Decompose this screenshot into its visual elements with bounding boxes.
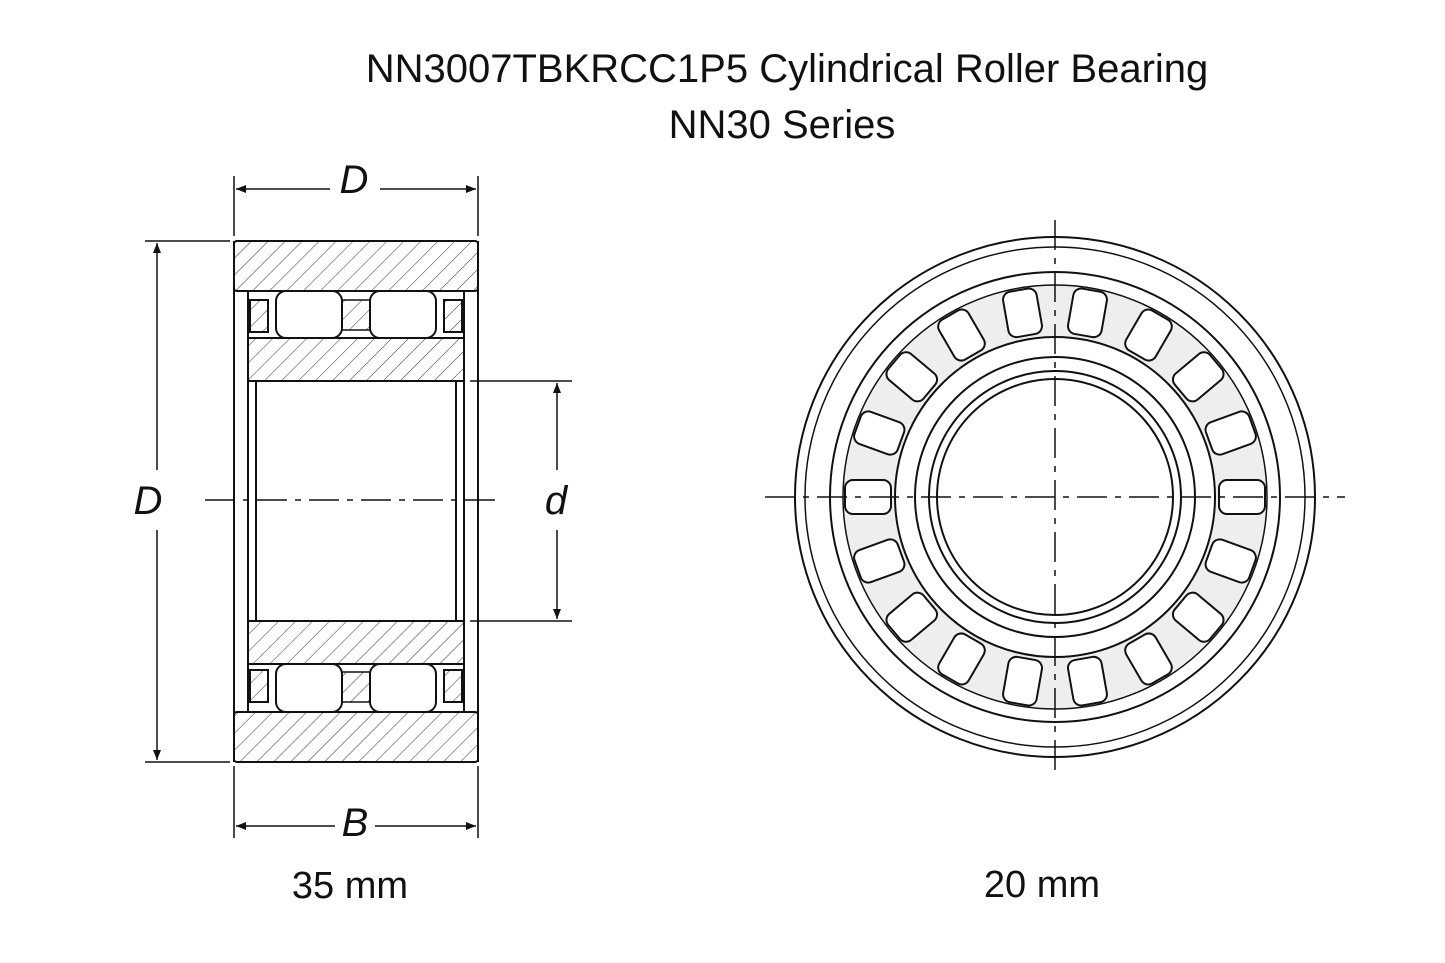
roller: [1124, 632, 1173, 686]
roller: [885, 351, 939, 403]
roller: [1002, 287, 1043, 339]
bore-diameter-label: d: [545, 479, 569, 523]
top-diameter-label: D: [340, 158, 369, 202]
side-view-caption: 35 mm: [292, 865, 408, 907]
title-line1: NN3007TBKRCC1P5 Cylindrical Roller Beari…: [366, 47, 1209, 91]
roller: [1002, 655, 1043, 707]
roller: [1204, 410, 1257, 456]
side-section-view: [233, 240, 479, 763]
roller: [885, 591, 939, 643]
roller: [1124, 308, 1173, 362]
roller: [1171, 351, 1225, 403]
front-view-caption: 20 mm: [984, 864, 1100, 906]
title-line2: NN30 Series: [669, 103, 896, 147]
dimension-lines: [145, 176, 572, 838]
roller: [1067, 655, 1108, 707]
roller: [937, 632, 986, 686]
roller-set: [844, 287, 1266, 707]
outer-diameter-label: D: [134, 479, 163, 523]
roller: [1067, 287, 1108, 339]
front-centerlines: [765, 220, 1345, 775]
roller: [853, 410, 906, 456]
roller: [1171, 591, 1225, 643]
roller: [853, 538, 906, 584]
width-label: B: [342, 801, 369, 845]
roller: [1204, 538, 1257, 584]
roller: [937, 308, 986, 362]
